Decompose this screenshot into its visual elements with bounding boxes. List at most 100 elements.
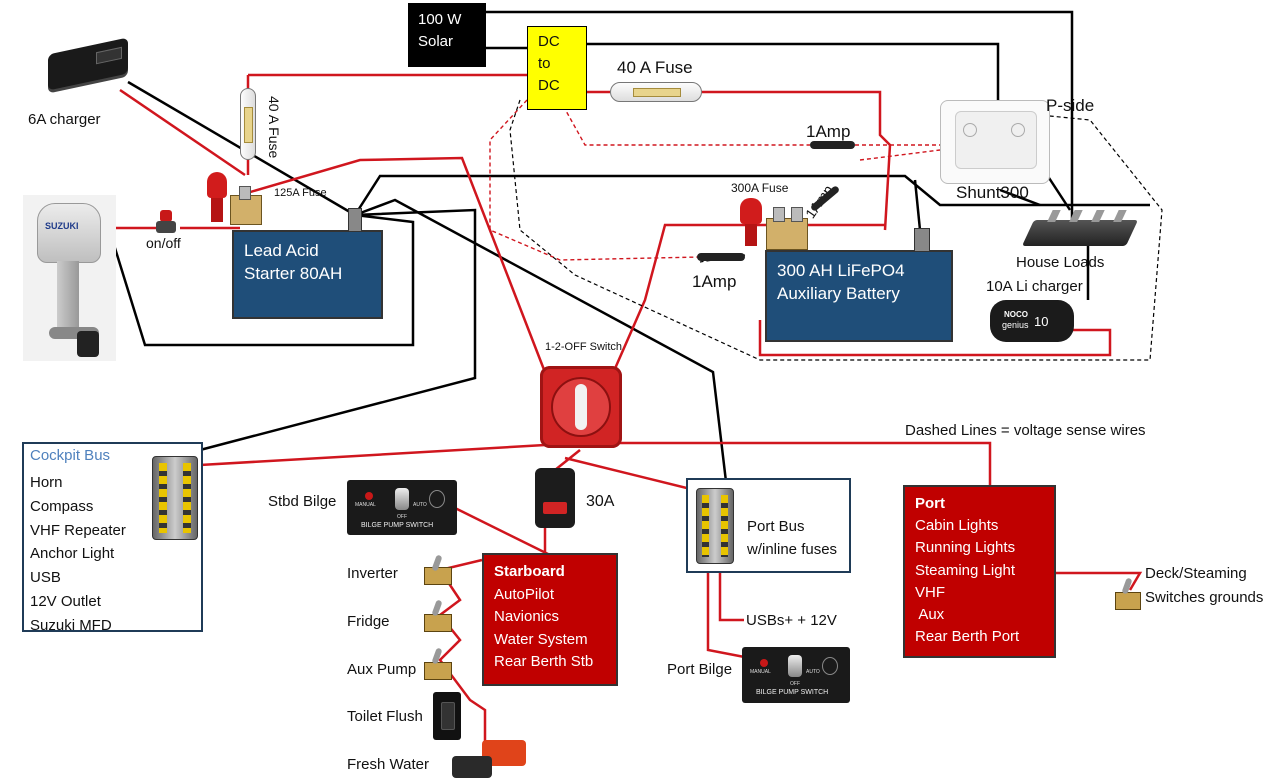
stbd-bilge-off: OFF — [397, 514, 407, 520]
port-item: Running Lights — [915, 539, 1016, 557]
port-bilge-auto: AUTO — [806, 669, 820, 675]
starboard-item: AutoPilot — [494, 585, 555, 603]
sense-red-4 — [859, 149, 941, 161]
on-off-label: on/off — [146, 235, 181, 251]
lifepo4-neg — [913, 179, 922, 231]
deck-steaming-label-1: Deck/Steaming — [1145, 565, 1247, 582]
cockpit-bus-panel: Cockpit Bus Horn Compass VHF Repeater An… — [22, 442, 203, 634]
cockpit-bus-title: Cockpit Bus — [30, 447, 111, 464]
lifepo4-auxiliary-battery: 300 AH LiFePO4 Auxiliary Battery — [765, 250, 953, 342]
cockpit-item: 12V Outlet — [30, 592, 101, 610]
deck-steaming-label-2: Switches grounds — [1145, 589, 1264, 606]
switch-to-breaker-red — [554, 449, 581, 471]
deck-steaming-toggle-icon[interactable] — [1115, 577, 1141, 610]
li-charger-label: 10A Li charger — [986, 278, 1083, 295]
neg-to-cockpit — [199, 208, 477, 452]
outboard-motor-icon: SUZUKI — [23, 195, 116, 361]
cockpit-item: Suzuki MFD — [30, 616, 112, 634]
port-panel: Port Cabin Lights Running Lights Steamin… — [903, 485, 1056, 658]
port-bus-label-2: w/inline fuses — [747, 541, 838, 558]
cockpit-item: VHF Repeater — [30, 521, 126, 539]
switch-to-port-red — [615, 441, 992, 485]
port-item: Aux — [915, 605, 945, 623]
port-item: Cabin Lights — [915, 517, 999, 535]
amp-1-bottom-label: 1Amp — [692, 272, 737, 291]
dcdc-label-2: to — [538, 54, 551, 72]
terminal-starter-cover-icon — [205, 172, 229, 224]
starter-to-switch-red — [239, 156, 550, 381]
battery-selector-switch[interactable] — [540, 366, 622, 448]
fridge-toggle-icon[interactable] — [424, 599, 452, 632]
stbd-bilge-auto: AUTO — [413, 502, 427, 508]
port-item: Steaming Light — [915, 561, 1016, 579]
fresh-water-pump-icon — [452, 740, 530, 780]
port-bilge-caption: BILGE PUMP SWITCH — [756, 689, 829, 696]
dashed-lines-note: Dashed Lines = voltage sense wires — [905, 422, 1146, 439]
lifepo4-neg-terminal — [914, 228, 930, 252]
shunt-300-icon — [940, 100, 1050, 184]
starboard-item: Rear Berth Stb — [494, 653, 594, 670]
dc-to-dc-converter: DC to DC — [527, 26, 587, 110]
breaker-30a-label: 30A — [586, 493, 615, 510]
cockpit-item: Horn — [30, 474, 63, 491]
lifepo4-to-switch-red — [608, 223, 770, 381]
noco-amps: 10 — [1034, 314, 1049, 329]
stbd-bilge-red — [454, 506, 551, 557]
stbd-bilge-label: Stbd Bilge — [268, 493, 337, 510]
dcdc-label-3: DC — [538, 76, 560, 94]
toilet-flush-label: Toilet Flush — [347, 708, 423, 725]
p-side-label: P-side — [1046, 96, 1095, 115]
cockpit-bus-items: Horn Compass VHF Repeater Anchor Light U… — [30, 471, 126, 638]
fuse-to-lifepo4-red — [702, 90, 892, 231]
selector-knob-icon[interactable] — [575, 384, 587, 430]
terminal-lifepo4-cover-icon — [738, 198, 764, 250]
fuse-125a-icon — [230, 186, 262, 225]
port-bilge-pump-switch[interactable]: MANUAL AUTO OFF BILGE PUMP SWITCH — [742, 647, 850, 703]
port-fuse-block-icon — [696, 488, 734, 564]
port-item: Rear Berth Port — [915, 628, 1020, 646]
outboard-brand: SUZUKI — [45, 221, 79, 231]
dcdc-label-1: DC — [538, 33, 560, 50]
aux-pump-label: Aux Pump — [347, 661, 417, 678]
port-title: Port — [915, 495, 945, 512]
cockpit-item: Anchor Light — [30, 545, 115, 563]
port-bus-label-1: Port Bus — [747, 518, 805, 535]
house-loads-busbar-icon — [1021, 210, 1139, 246]
on-off-switch-icon[interactable] — [156, 210, 176, 234]
port-bilge-toggle-icon[interactable] — [788, 655, 802, 677]
port-bilge-manual: MANUAL — [750, 669, 771, 675]
charger-red — [119, 88, 246, 177]
inline-fuse-1amp-top — [810, 141, 855, 149]
lead-acid-neg-terminal — [348, 208, 362, 232]
stbd-bilge-toggle-icon[interactable] — [395, 488, 409, 510]
charger-6a-label: 6A charger — [28, 111, 101, 128]
aux-pump-toggle-icon[interactable] — [424, 647, 452, 680]
cockpit-fuse-block-icon — [152, 456, 198, 540]
stbd-bilge-pump-switch[interactable]: MANUAL AUTO OFF BILGE PUMP SWITCH — [347, 480, 457, 535]
fuse-125a-label: 125A Fuse — [274, 187, 327, 199]
toilet-flush-rocker-icon[interactable] — [433, 692, 461, 740]
lead-acid-label-line1: Lead Acid — [244, 241, 319, 260]
breaker-30a-icon[interactable] — [535, 468, 575, 528]
solar-label-line1: 100 W — [418, 11, 462, 28]
fridge-label: Fridge — [347, 613, 390, 630]
starboard-item: Water System — [494, 630, 588, 648]
lead-acid-label-line2: Starter 80AH — [244, 263, 343, 283]
portbus-bilge-red — [706, 560, 761, 662]
house-loads-label: House Loads — [1016, 254, 1105, 271]
fuse-40a-vertical-icon — [240, 88, 256, 160]
starter-neg-loop — [108, 213, 415, 347]
amp-1-top-label: 1Amp — [806, 122, 851, 141]
inverter-toggle-icon[interactable] — [424, 554, 452, 585]
port-bilge-label: Port Bilge — [667, 661, 733, 678]
fresh-water-label: Fresh Water — [347, 756, 429, 773]
port-item: VHF — [915, 583, 945, 601]
switch-to-cockpit-red — [199, 443, 546, 467]
starboard-title: Starboard — [494, 563, 565, 580]
noco-brand: NOCO — [1004, 310, 1028, 319]
port-bus-panel: Port Bus w/inline fuses — [686, 478, 851, 573]
noco-model: genius — [1002, 320, 1029, 330]
lead-acid-starter-battery: Lead Acid Starter 80AH — [232, 230, 383, 319]
sense-wires — [489, 99, 1163, 361]
sense-black-1 — [509, 99, 1163, 361]
